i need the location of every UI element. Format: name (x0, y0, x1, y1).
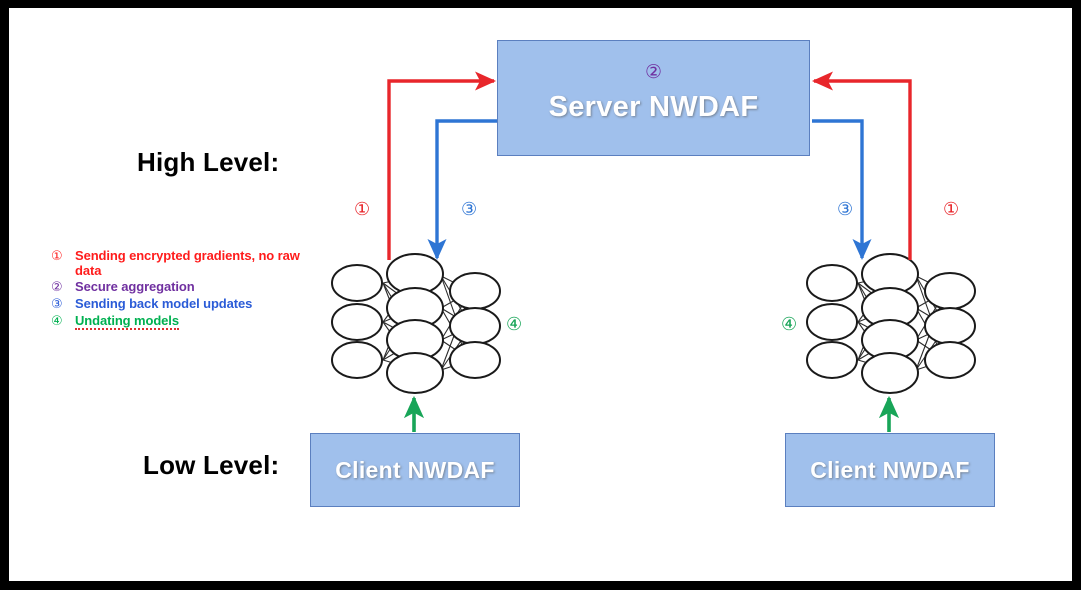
step-marker-3-left: ③ (461, 199, 478, 220)
arrow-left-updates-to-client (427, 119, 498, 261)
client-nwdaf-label-right: Client NWDAF (810, 456, 970, 483)
legend-item-1: ① Sending encrypted gradients, no raw da… (51, 248, 319, 278)
legend-item-2: ② Secure aggregation (51, 279, 319, 295)
high-level-label: High Level: (137, 147, 280, 177)
neural-network-right (806, 253, 976, 394)
arrow-right-updates-to-client (812, 119, 872, 261)
step-marker-1-right: ① (943, 199, 960, 220)
legend-num-3: ③ (51, 297, 63, 312)
step-marker-4-right: ④ (781, 314, 798, 335)
neural-network-left (331, 253, 501, 394)
client-nwdaf-label-left: Client NWDAF (335, 456, 495, 483)
legend-text-2: Secure aggregation (75, 279, 195, 294)
step-marker-3-right: ③ (837, 199, 854, 220)
client-nwdaf-box-left[interactable]: Client NWDAF (310, 433, 520, 507)
legend-item-4: ④ Undating models (51, 313, 319, 330)
step-marker-1-left: ① (354, 199, 371, 220)
arrow-left-gradients-to-server (387, 71, 497, 260)
low-level-label: Low Level: (143, 450, 280, 480)
step-marker-4-left: ④ (506, 314, 523, 335)
legend-num-1: ① (51, 249, 63, 264)
legend-text-1: Sending encrypted gradients, no raw data (75, 248, 300, 278)
legend-num-4: ④ (51, 314, 63, 329)
legend: ① Sending encrypted gradients, no raw da… (51, 248, 319, 331)
legend-text-3: Sending back model updates (75, 296, 253, 311)
diagram-canvas: Server NWDAF Client NWDAF Client NWDAF H… (9, 8, 1072, 581)
server-nwdaf-box[interactable]: Server NWDAF (497, 40, 810, 156)
client-nwdaf-box-right[interactable]: Client NWDAF (785, 433, 995, 507)
step-marker-2-server: ② (645, 61, 663, 83)
server-nwdaf-label: Server NWDAF (548, 90, 759, 123)
legend-item-3: ③ Sending back model updates (51, 296, 319, 312)
arrow-right-gradients-to-server (811, 71, 912, 260)
legend-text-4: Undating models (75, 313, 179, 330)
legend-num-2: ② (51, 280, 63, 295)
